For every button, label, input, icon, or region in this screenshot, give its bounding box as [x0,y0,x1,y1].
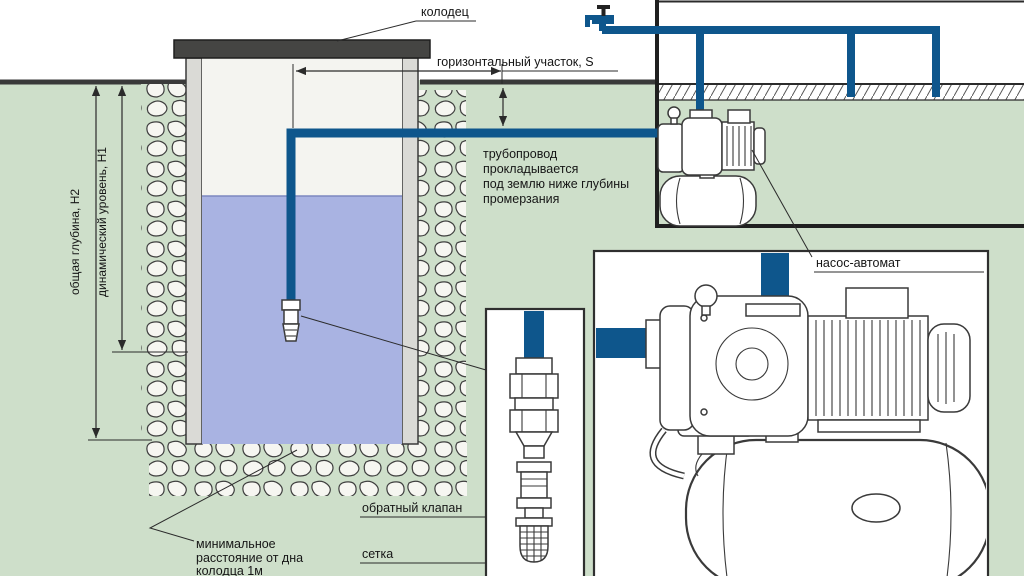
min-distance-line-2: расстояние от дна [196,551,303,565]
check-valve-callout: обратный клапан [360,501,486,518]
submerged-valve [281,299,301,342]
pipeline-note: трубопровод прокладывается под землю ниж… [483,147,629,206]
house-floor-hatch [657,83,1024,101]
pipeline-note-line-1: трубопровод [483,147,558,161]
well-wall-right [401,57,419,445]
well-callout: колодец [336,5,476,42]
well-wall-left [185,57,203,445]
pipeline-note-line-2: прокладывается [483,162,578,176]
well-cap [173,39,431,59]
strainer-callout: сетка [360,547,486,564]
stones [141,84,467,496]
pump-detail-drawing [596,253,986,576]
pump-leader-line [751,149,813,258]
well-water [202,196,402,444]
total-depth-label: общая глубина, Н2 [68,189,82,295]
dynamic-level-label: динамический уровень, Н1 [95,147,109,297]
depth-dimensions: общая глубина, Н2 динамический уровень, … [68,86,188,441]
horizontal-section-dimension: горизонтальный участок, S [292,55,618,128]
pump-station-label: насос-автомат [816,256,901,270]
pipeline-note-line-3: под землю ниже глубины [483,177,629,191]
sky-right [657,0,1024,84]
strainer-drawing [515,507,553,563]
check-valve-label: обратный клапан [362,501,462,515]
coupling-drawing [509,357,559,459]
valve-pipe [524,311,544,360]
min-distance-line-3: колодца 1м [196,564,263,576]
tap-icon [585,5,614,31]
suction-pipe [286,128,672,302]
min-distance-note: минимальное расстояние от дна колодца 1м [148,449,303,576]
well-interior [202,58,402,196]
pump-station-small [657,106,766,227]
min-distance-line-1: минимальное [196,537,276,551]
well-label: колодец [421,5,469,19]
pipes [286,26,940,302]
pump-detail-box: насос-автомат [592,249,990,576]
check-valve-drawing [516,461,552,509]
well [173,39,431,445]
valve-detail-box [484,307,586,576]
strainer-label: сетка [362,547,393,561]
valve-leader-line [300,315,487,371]
horizontal-section-label: горизонтальный участок, S [437,55,594,69]
pipeline-note-line-4: промерзания [483,192,559,206]
